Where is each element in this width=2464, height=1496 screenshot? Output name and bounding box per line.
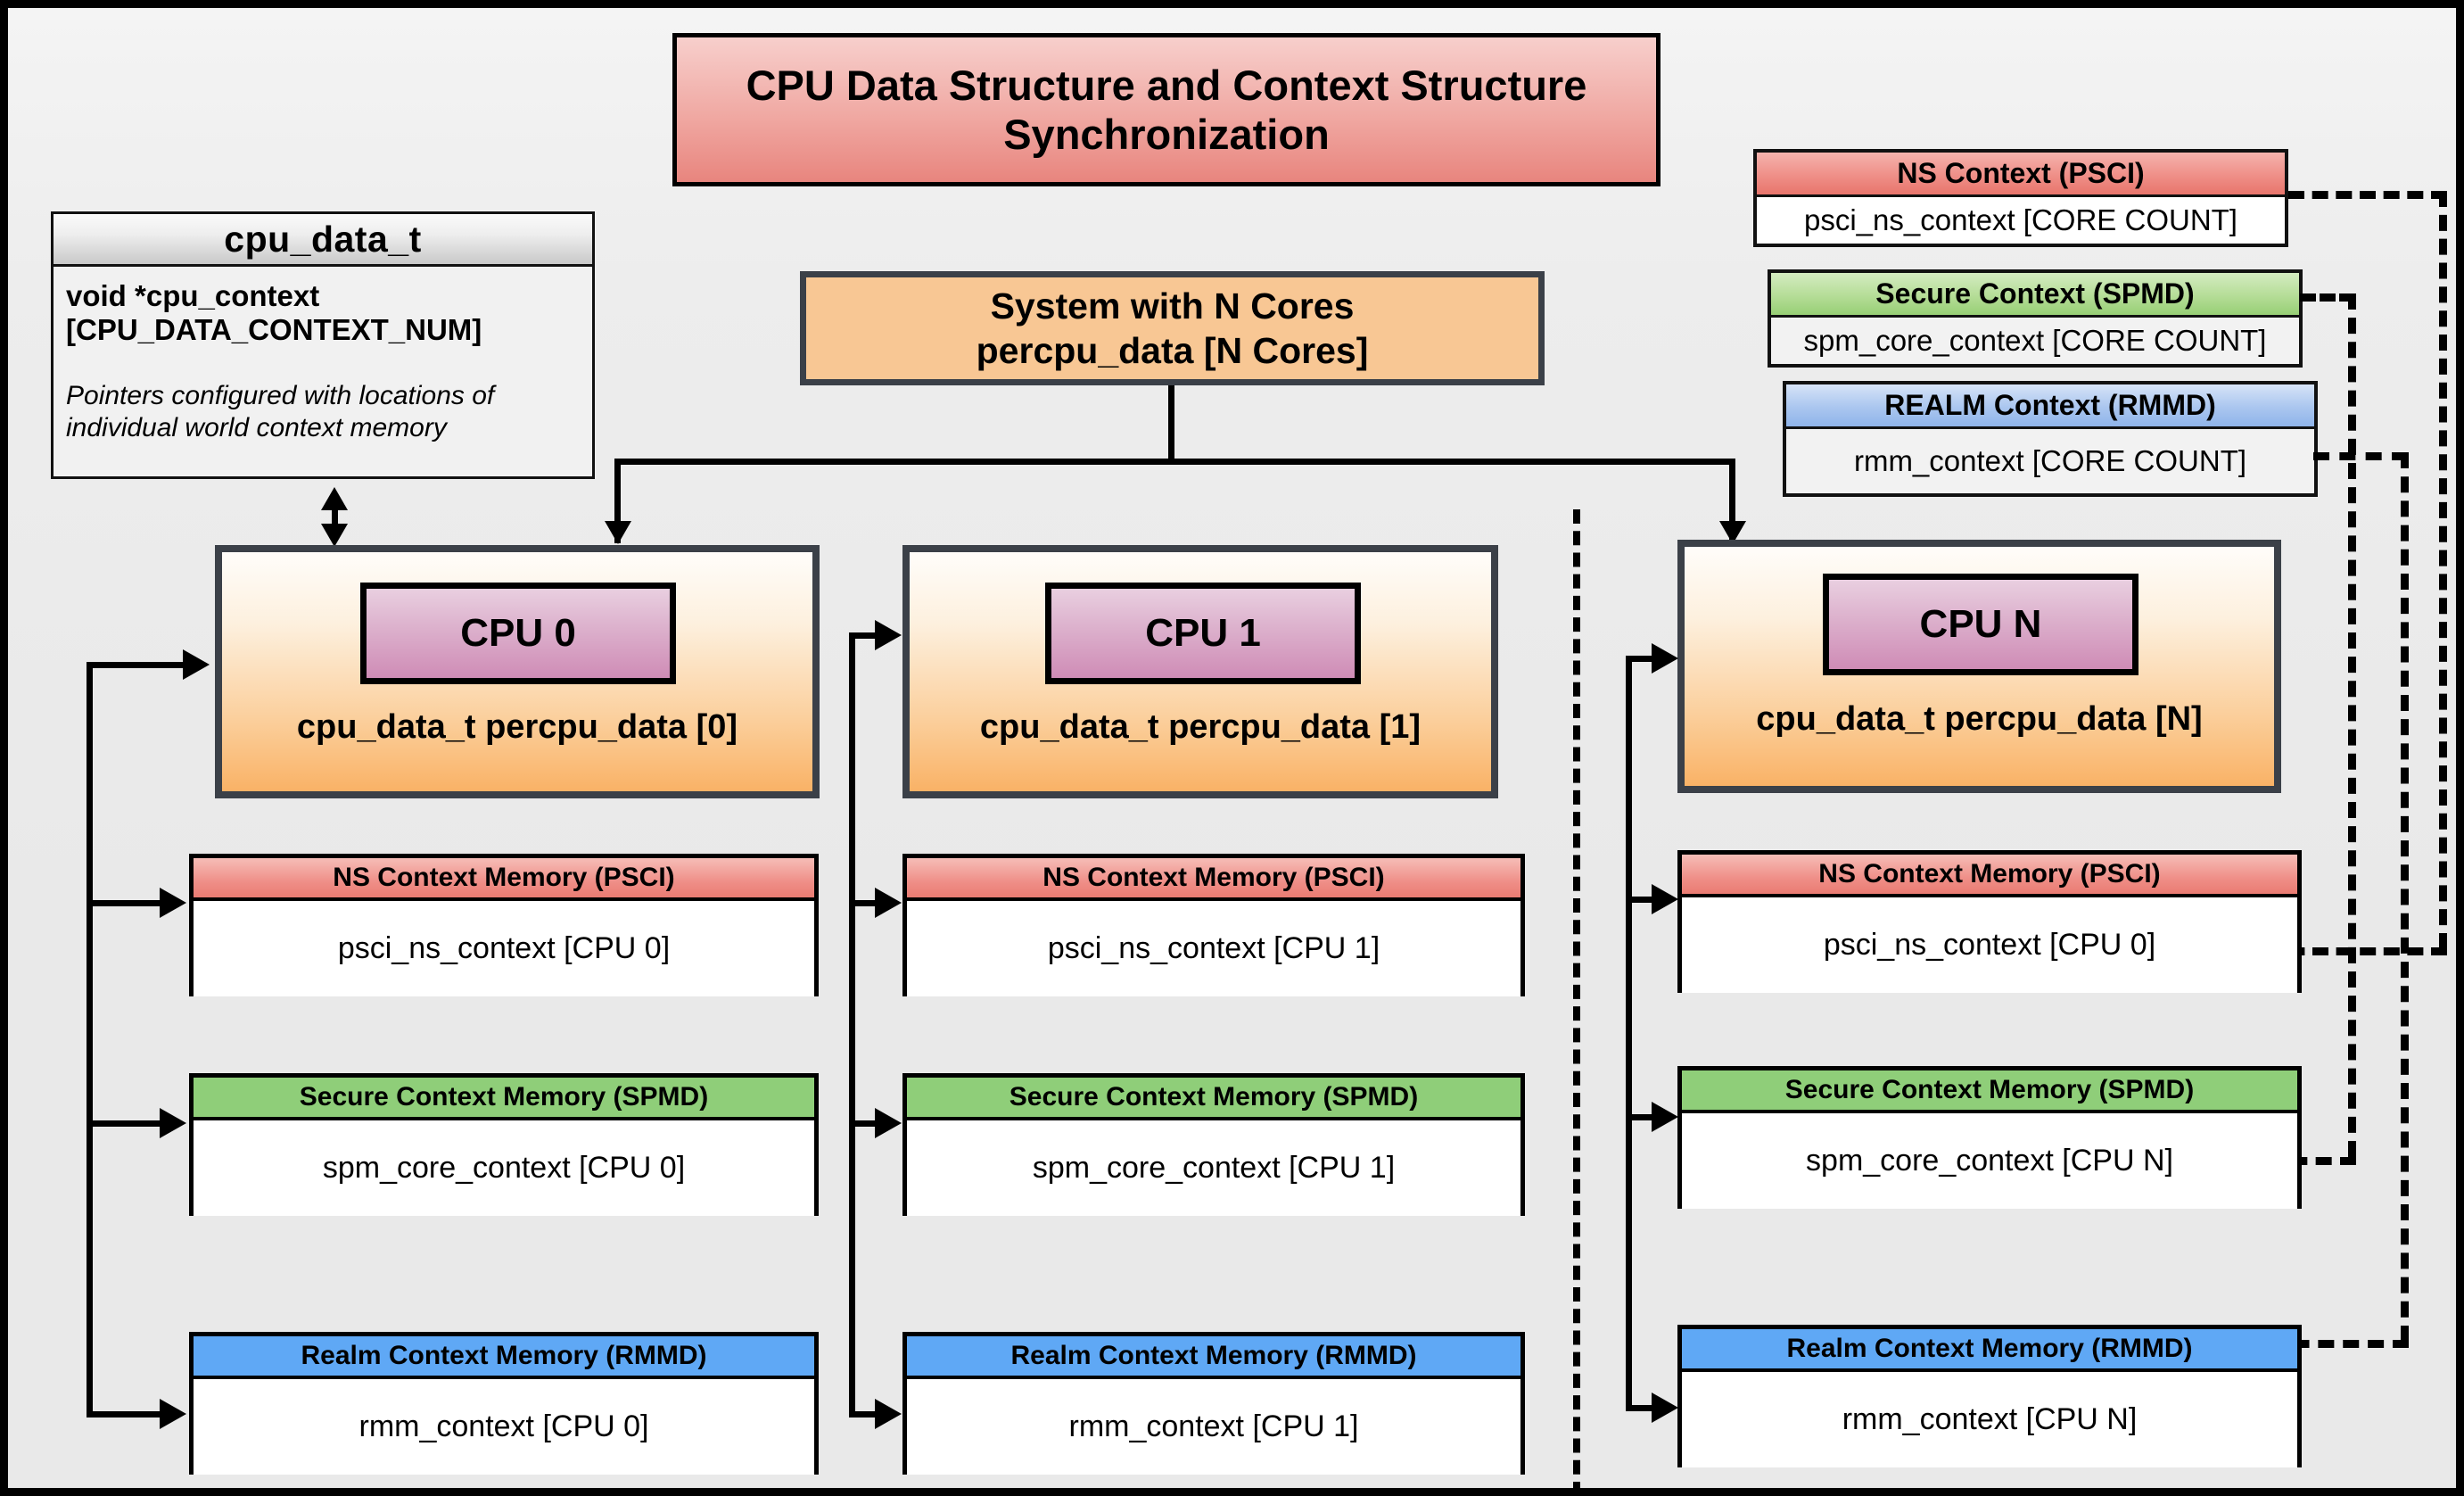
- cpu-n-pointer-to-ns: [1626, 897, 1661, 903]
- cpu-data-link-arrow-up: [321, 487, 348, 510]
- cpu-n-secure-context-memory: Secure Context Memory (SPMD) spm_core_co…: [1677, 1066, 2302, 1209]
- global-ns-context-header: NS Context (PSCI): [1757, 153, 2285, 197]
- cpu-0-secure-context-memory-body: spm_core_context [CPU 0]: [194, 1120, 814, 1216]
- cpu-0-arrow-realm: [160, 1399, 186, 1429]
- system-with-n-cores-box: System with N Cores percpu_data [N Cores…: [800, 271, 1545, 385]
- cpu-1-pointer-to-realm: [849, 1411, 885, 1417]
- cpu-n-pointer-to-realm: [1626, 1405, 1661, 1411]
- cpu-0-arrow-core: [183, 649, 210, 680]
- cpu-n-pointer-to-secure: [1626, 1114, 1661, 1120]
- cpu-data-t-field: void *cpu_context [CPU_DATA_CONTEXT_NUM]: [66, 279, 482, 347]
- cpu-n-pointer-to-core: [1626, 656, 1661, 662]
- cpu-data-t-body: void *cpu_context [CPU_DATA_CONTEXT_NUM]…: [54, 267, 592, 453]
- cpu-1-secure-context-memory: Secure Context Memory (SPMD) spm_core_co…: [902, 1073, 1525, 1216]
- cpu-n-label: cpu_data_t percpu_data [N]: [1756, 700, 2203, 738]
- global-secure-context-box: Secure Context (SPMD) spm_core_context […: [1768, 269, 2303, 368]
- cpu-data-link-arrow-down: [321, 524, 348, 547]
- column-separator: [1573, 509, 1580, 1488]
- cpu-1-arrow-secure: [875, 1108, 902, 1138]
- cpu-0-pointer-to-realm: [87, 1411, 167, 1417]
- cpu-0-ns-context-memory: NS Context Memory (PSCI) psci_ns_context…: [189, 854, 819, 996]
- ns-context-link-right: [2439, 191, 2447, 949]
- cpu-1-realm-context-memory-header: Realm Context Memory (RMMD): [907, 1336, 1520, 1379]
- global-realm-context-header: REALM Context (RMMD): [1786, 384, 2314, 429]
- cpu0-branch-line: [614, 459, 621, 543]
- cpu-1-badge: CPU 1: [1045, 583, 1361, 684]
- cpu-1-box: CPU 1 cpu_data_t percpu_data [1]: [902, 545, 1498, 798]
- cpu-n-secure-context-memory-header: Secure Context Memory (SPMD): [1682, 1070, 2297, 1113]
- cpu-1-pointer-bus: [849, 632, 855, 1417]
- cpu-1-ns-context-memory: NS Context Memory (PSCI) psci_ns_context…: [902, 854, 1525, 996]
- cpu-1-secure-context-memory-header: Secure Context Memory (SPMD): [907, 1078, 1520, 1120]
- cpu-n-realm-context-memory-body: rmm_context [CPU N]: [1682, 1372, 2297, 1467]
- cpu-1-pointer-to-ns: [849, 900, 885, 906]
- cpu-n-arrow-realm: [1652, 1393, 1678, 1423]
- secure-context-link-right: [2348, 293, 2356, 1157]
- secure-context-link-top: [2300, 293, 2355, 302]
- cpu-n-box: CPU N cpu_data_t percpu_data [N]: [1677, 540, 2281, 793]
- realm-context-link-top: [2313, 452, 2408, 460]
- cpu-0-pointer-to-secure: [87, 1120, 167, 1127]
- cpu-n-arrow-ns: [1652, 884, 1678, 914]
- system-drop-line: [1168, 385, 1174, 462]
- cpu-n-secure-context-memory-body: spm_core_context [CPU N]: [1682, 1113, 2297, 1209]
- cpu-0-secure-context-memory-header: Secure Context Memory (SPMD): [194, 1078, 814, 1120]
- global-ns-context-body: psci_ns_context [CORE COUNT]: [1757, 197, 2285, 244]
- system-box-line1: System with N Cores: [990, 285, 1355, 326]
- global-ns-context-box: NS Context (PSCI) psci_ns_context [CORE …: [1753, 149, 2288, 247]
- cpu-0-ns-context-memory-body: psci_ns_context [CPU 0]: [194, 901, 814, 996]
- cpu-n-ns-context-memory-header: NS Context Memory (PSCI): [1682, 855, 2297, 897]
- system-box-text: System with N Cores percpu_data [N Cores…: [977, 284, 1369, 373]
- cpu-n-badge: CPU N: [1823, 574, 2138, 675]
- cpu-n-arrow-core: [1652, 643, 1678, 674]
- cpu-0-secure-context-memory: Secure Context Memory (SPMD) spm_core_co…: [189, 1073, 819, 1216]
- global-secure-context-body: spm_core_context [CORE COUNT]: [1771, 318, 2299, 364]
- cpu-0-pointer-to-ns: [87, 900, 167, 906]
- cpu-1-pointer-to-secure: [849, 1120, 885, 1127]
- cpu0-branch-arrow: [605, 521, 631, 544]
- cpu-data-t-note: Pointers configured with locations of in…: [66, 380, 495, 442]
- cpu-0-realm-context-memory-body: rmm_context [CPU 0]: [194, 1379, 814, 1475]
- cpuN-branch-line: [1729, 459, 1735, 543]
- cpu-1-arrow-realm: [875, 1399, 902, 1429]
- cpu-0-box: CPU 0 cpu_data_t percpu_data [0]: [215, 545, 820, 798]
- cpu-n-realm-context-memory: Realm Context Memory (RMMD) rmm_context …: [1677, 1325, 2302, 1467]
- cpu-1-realm-context-memory-body: rmm_context [CPU 1]: [907, 1379, 1520, 1475]
- cpu-data-t-title: cpu_data_t: [54, 214, 592, 267]
- cpu-0-ns-context-memory-header: NS Context Memory (PSCI): [194, 858, 814, 901]
- global-realm-context-body: rmm_context [CORE COUNT]: [1786, 429, 2314, 493]
- cpu-1-pointer-to-core: [849, 632, 885, 639]
- cpu-1-secure-context-memory-body: spm_core_context [CPU 1]: [907, 1120, 1520, 1216]
- cpu-1-realm-context-memory: Realm Context Memory (RMMD) rmm_context …: [902, 1332, 1525, 1475]
- cpu-1-ns-context-memory-header: NS Context Memory (PSCI): [907, 858, 1520, 901]
- cpu-1-arrow-core: [875, 620, 902, 650]
- cpu-0-badge: CPU 0: [360, 583, 676, 684]
- cpu-data-t-class-box: cpu_data_t void *cpu_context [CPU_DATA_C…: [51, 211, 595, 479]
- cpu-n-ns-context-memory: NS Context Memory (PSCI) psci_ns_context…: [1677, 850, 2302, 993]
- cpu-0-realm-context-memory-header: Realm Context Memory (RMMD): [194, 1336, 814, 1379]
- ns-context-link-bottom: [2194, 947, 2447, 955]
- cpu-n-arrow-secure: [1652, 1102, 1678, 1132]
- cpu-0-arrow-ns: [160, 888, 186, 918]
- cpu-n-ns-context-memory-body: psci_ns_context [CPU 0]: [1682, 897, 2297, 993]
- realm-context-link-right: [2401, 452, 2409, 1342]
- cpu-0-arrow-secure: [160, 1108, 186, 1138]
- global-realm-context-box: REALM Context (RMMD) rmm_context [CORE C…: [1783, 381, 2318, 497]
- global-secure-context-header: Secure Context (SPMD): [1771, 273, 2299, 318]
- ns-context-link-top: [2288, 191, 2447, 199]
- cpu-1-label: cpu_data_t percpu_data [1]: [979, 708, 1422, 746]
- cpu-0-realm-context-memory: Realm Context Memory (RMMD) rmm_context …: [189, 1332, 819, 1475]
- system-box-line2: percpu_data [N Cores]: [976, 330, 1369, 371]
- cpu-n-realm-context-memory-header: Realm Context Memory (RMMD): [1682, 1329, 2297, 1372]
- cpu-data-link-dashes: [332, 509, 338, 529]
- cpu-1-ns-context-memory-body: psci_ns_context [CPU 1]: [907, 901, 1520, 996]
- cpu-1-arrow-ns: [875, 888, 902, 918]
- diagram-title: CPU Data Structure and Context Structure…: [672, 33, 1661, 186]
- system-bus-line: [614, 459, 1735, 465]
- cpu-n-pointer-bus: [1626, 656, 1632, 1411]
- cpu-0-pointer-bus: [87, 662, 93, 1417]
- cpu-0-label: cpu_data_t percpu_data [0]: [296, 708, 738, 746]
- cpu-0-pointer-to-core: [87, 662, 192, 668]
